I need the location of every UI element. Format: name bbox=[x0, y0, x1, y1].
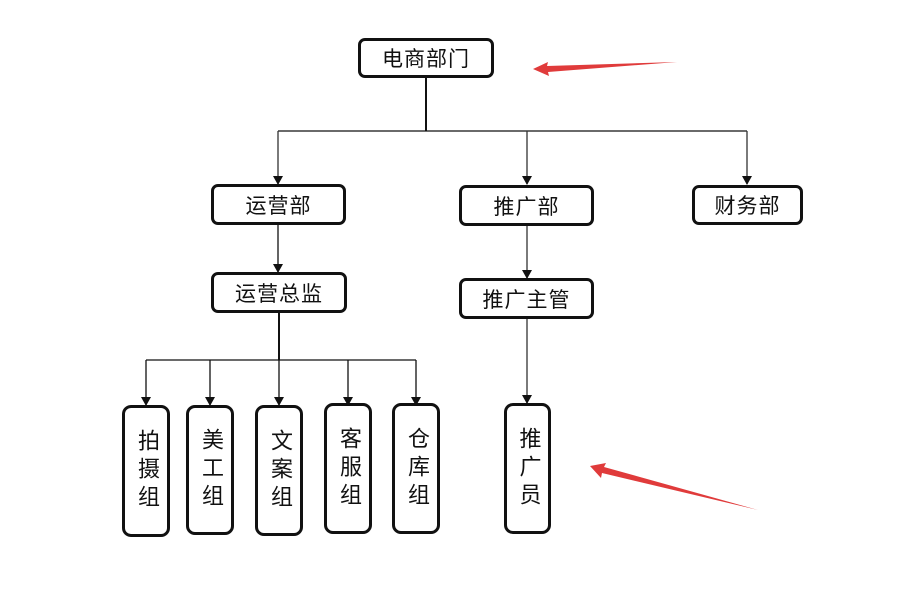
node-warehouse-group: 仓库组 bbox=[392, 403, 440, 534]
node-promotion-dept: 推广部 bbox=[459, 185, 594, 226]
node-copywriting-group: 文案组 bbox=[255, 405, 303, 536]
annotation-arrow-promoter bbox=[590, 463, 758, 510]
node-operations-director: 运营总监 bbox=[211, 272, 347, 313]
node-promotion-manager: 推广主管 bbox=[459, 278, 594, 319]
node-promoter: 推广员 bbox=[504, 403, 551, 534]
node-finance-dept: 财务部 bbox=[692, 185, 803, 225]
node-customer-service-group: 客服组 bbox=[324, 403, 372, 534]
node-art-group: 美工组 bbox=[186, 405, 234, 535]
node-photography-group: 拍摄组 bbox=[122, 405, 170, 537]
annotation-arrow-root bbox=[533, 62, 677, 76]
node-operations-dept: 运营部 bbox=[211, 184, 346, 225]
node-ecommerce-dept: 电商部门 bbox=[358, 38, 494, 78]
